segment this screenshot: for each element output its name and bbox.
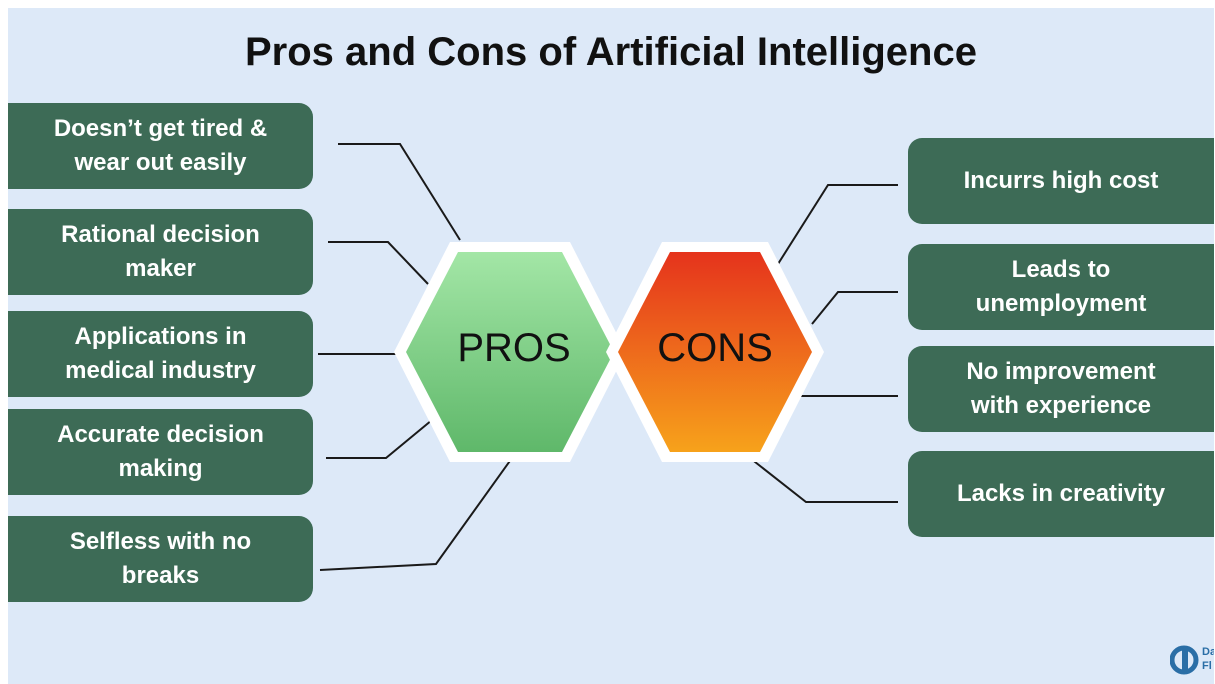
connector-con-1 [777, 184, 898, 265]
con-item-2: Leads to unemployment [908, 244, 1214, 330]
pro-item-4-line1: Accurate decision [57, 421, 264, 448]
con-item-4-line1: Lacks in creativity [956, 480, 1166, 507]
con-item-4: Lacks in creativity [908, 451, 1214, 537]
connector-pro-4 [326, 419, 433, 459]
connector-lines [318, 143, 898, 571]
diagram-canvas: Pros and Cons of Artificial Intelligence [8, 8, 1214, 684]
dataflair-logo-icon [1170, 645, 1199, 675]
pro-item-4: Accurate decision making [8, 409, 313, 495]
pro-item-1-line2: wear out easily [74, 149, 247, 176]
connector-con-4 [749, 457, 898, 503]
page-title: Pros and Cons of Artificial Intelligence [245, 30, 977, 74]
pro-item-5-line1: Selfless with no [69, 528, 252, 555]
con-item-2-line2: unemployment [975, 290, 1147, 317]
pro-item-3-line1: Applications in [74, 323, 247, 350]
logo-text-1: Da [1202, 646, 1214, 658]
connector-pro-1 [338, 143, 461, 241]
cons-hexagon [618, 252, 812, 452]
pros-label: PROS [457, 326, 571, 370]
connector-pro-5 [319, 457, 513, 571]
pro-item-4-line2: making [118, 455, 203, 482]
con-item-1-line1: Incurrs high cost [963, 167, 1159, 194]
pro-item-5-line2: breaks [121, 562, 200, 589]
con-item-3: No improvement with experience [908, 346, 1214, 432]
pro-item-5: Selfless with no breaks [8, 516, 313, 602]
pro-item-1: Doesn’t get tired & wear out easily [8, 103, 313, 189]
pro-item-3: Applications in medical industry [8, 311, 313, 397]
con-item-3-line2: with experience [970, 392, 1152, 419]
connector-con-2 [811, 291, 898, 325]
pro-item-3-line2: medical industry [65, 357, 256, 384]
con-item-1: Incurrs high cost [908, 138, 1214, 224]
logo-text-2: Fl [1202, 660, 1212, 672]
con-item-3-line1: No improvement [966, 358, 1156, 385]
pro-item-1-line1: Doesn’t get tired & [53, 115, 268, 142]
pro-item-2-line1: Rational decision [61, 221, 260, 248]
connector-pro-2 [328, 241, 429, 285]
pros-hexagon [406, 252, 614, 452]
cons-label: CONS [657, 326, 773, 370]
pro-item-2: Rational decision maker [8, 209, 313, 295]
pro-item-2-line2: maker [125, 255, 196, 282]
con-item-2-line1: Leads to [1011, 256, 1111, 283]
